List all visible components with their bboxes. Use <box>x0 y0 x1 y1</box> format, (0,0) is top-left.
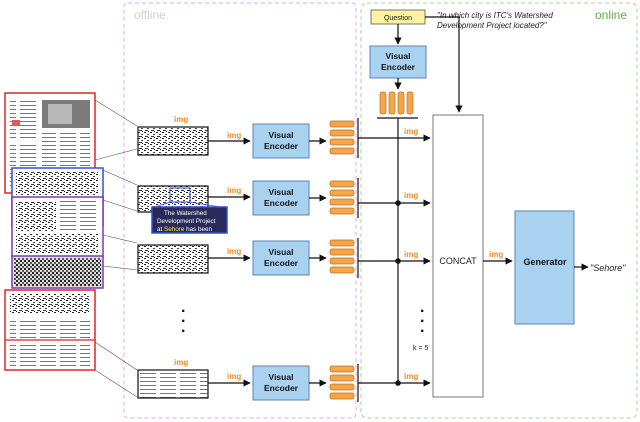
svg-text:Visual: Visual <box>269 130 294 140</box>
document-corpus <box>4 92 104 371</box>
tokens-row-1 <box>329 120 355 155</box>
encoder-row-5: img Visual Encoder <box>208 365 327 401</box>
svg-text:img: img <box>227 372 241 381</box>
visual-encoder-2 <box>252 180 310 216</box>
question-text-line1: "In which city is ITC's Watershed <box>437 11 553 20</box>
svg-text:Encoder: Encoder <box>381 62 416 72</box>
svg-text:img: img <box>227 247 241 256</box>
ellipsis-crops: . <box>181 299 185 316</box>
concat-block: CONCAT <box>432 114 484 398</box>
generator-block: Generator <box>514 210 589 325</box>
svg-text:.: . <box>181 319 185 336</box>
svg-text:img: img <box>404 372 418 381</box>
svg-text:Development Project: Development Project <box>157 218 216 225</box>
svg-text:Encoder: Encoder <box>264 141 299 151</box>
svg-text:Generator: Generator <box>523 257 567 267</box>
visual-encoder-5 <box>252 365 310 401</box>
svg-text:Encoder: Encoder <box>264 198 299 208</box>
svg-text:img: img <box>404 250 418 259</box>
bus-junctions <box>395 200 401 386</box>
svg-text:Visual: Visual <box>269 187 294 197</box>
svg-text:Visual: Visual <box>386 51 411 61</box>
crop-5: img <box>137 358 209 399</box>
offline-region <box>123 2 357 419</box>
svg-text:Visual: Visual <box>269 247 294 257</box>
ellipsis-bus: . <box>420 299 424 316</box>
concat-to-generator: img <box>483 250 513 265</box>
svg-text:img: img <box>489 250 503 259</box>
k-label: k = 5 <box>413 345 428 352</box>
answer-text: "Sehore" <box>590 263 626 273</box>
svg-text:CONCAT: CONCAT <box>439 256 477 266</box>
svg-text:.: . <box>420 319 424 336</box>
visual-encoder-question <box>369 45 427 79</box>
svg-text:at Sehore has been: at Sehore has been <box>157 226 212 233</box>
highlighted-answer: Sehore <box>164 226 185 233</box>
svg-text:Visual: Visual <box>269 372 294 382</box>
tokens-row-3 <box>329 239 355 274</box>
svg-text:img: img <box>227 131 241 140</box>
encoder-row-1: img Visual Encoder <box>208 123 327 159</box>
svg-text:.: . <box>420 309 424 326</box>
fusion-bus <box>358 118 431 387</box>
svg-text:Question: Question <box>384 15 412 22</box>
question-tokens <box>379 91 414 115</box>
svg-text:img: img <box>174 358 188 367</box>
crop-3 <box>137 244 209 274</box>
zoomed-text-snippet: The Watershed Development Project at Seh… <box>151 206 228 234</box>
svg-text:The Watershed: The Watershed <box>164 210 207 217</box>
encoder-row-3: img Visual Encoder <box>208 240 327 276</box>
crop-1: img <box>137 115 209 156</box>
svg-text:Encoder: Encoder <box>264 258 299 268</box>
online-label: online <box>595 8 627 22</box>
svg-text:.: . <box>181 309 185 326</box>
token-stacks <box>329 120 355 400</box>
svg-text:img: img <box>404 191 418 200</box>
encoder-row-2: img Visual Encoder <box>208 180 327 216</box>
question-text-line2: Development Project located?" <box>437 21 548 30</box>
tokens-row-2 <box>329 180 355 215</box>
doc-to-crop-connectors <box>94 99 138 398</box>
svg-text:Encoder: Encoder <box>264 383 299 393</box>
svg-text:img: img <box>227 186 241 195</box>
offline-label: offline <box>134 8 166 22</box>
tokens-row-5 <box>329 365 355 400</box>
crop-2: The Watershed Development Project at Seh… <box>137 185 228 234</box>
svg-text:img: img <box>174 115 188 124</box>
question-block: Question "In which city is ITC's Watersh… <box>370 9 553 113</box>
svg-text:img: img <box>404 127 418 136</box>
question-encoder: Visual Encoder <box>369 45 427 119</box>
